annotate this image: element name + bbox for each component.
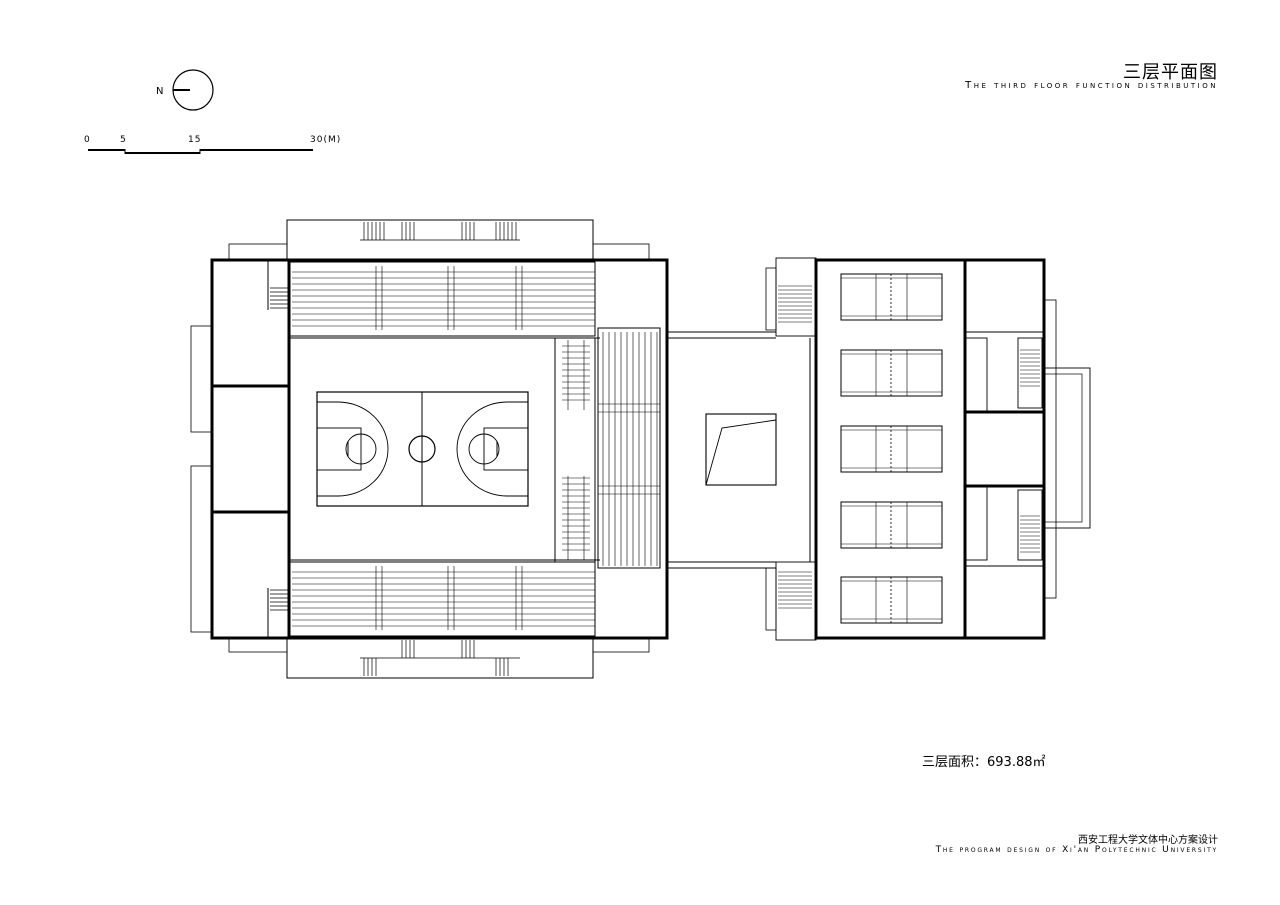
scale-bar: 0 5 15 30(M): [84, 135, 341, 154]
link-corridor: [666, 331, 811, 569]
scale-tick-5: 5: [120, 135, 127, 145]
drawing-title-cn: 三层平面图: [1123, 62, 1218, 83]
gymnasium-block: [190, 219, 669, 679]
scale-tick-15: 15: [188, 135, 201, 145]
drawing-title-en: The third floor function distribution: [965, 80, 1218, 91]
courts-block: [765, 257, 1091, 641]
project-name-en: The program design of Xi'an Polytechnic …: [935, 845, 1218, 855]
project-name-cn: 西安工程大学文体中心方案设计: [1078, 835, 1218, 846]
scale-tick-0: 0: [84, 135, 91, 145]
scale-tick-30: 30(M): [310, 135, 341, 145]
floor-area-label: 三层面积：693.88㎡: [922, 755, 1046, 770]
north-arrow: N: [156, 69, 214, 111]
north-arrow-label: N: [156, 86, 163, 97]
